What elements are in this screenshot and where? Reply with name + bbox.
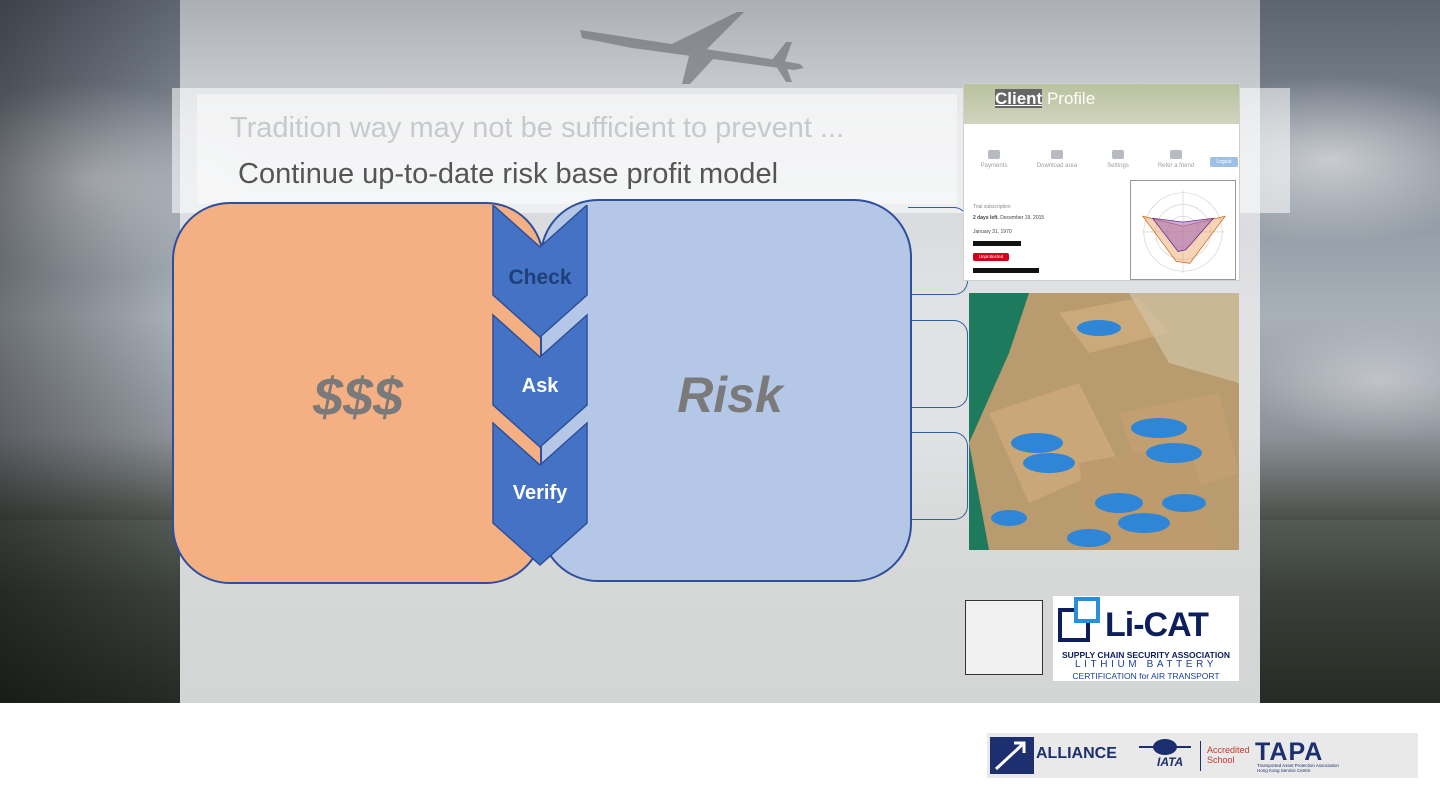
process-chevrons (492, 205, 588, 567)
slide-subtitle: Continue up-to-date risk base profit mod… (238, 158, 779, 190)
step-check: Check (508, 266, 572, 289)
lithium-battery-boxes-photo (969, 293, 1239, 550)
profit-label: $$$ (312, 367, 404, 427)
profile-title: Client Profile (995, 89, 1095, 109)
risk-shape (540, 199, 912, 582)
verify-chevron (492, 421, 588, 567)
background-shade (0, 0, 175, 703)
payments-icon (988, 150, 1000, 159)
logo-divider (1200, 741, 1201, 771)
client-profile-screenshot: Client Profile Payments Download area Se… (963, 83, 1240, 281)
placeholder-logo-box (965, 600, 1043, 675)
iata-logo-text: IATA (1157, 755, 1184, 769)
risk-label: Risk (677, 367, 783, 423)
tapa-logo-subtitle: Transported Asset Protection Association… (1257, 763, 1339, 773)
people-icon (1170, 150, 1182, 159)
logout-button: Logout (1210, 157, 1238, 167)
licat-logo: Li-CAT SUPPLY CHAIN SECURITY ASSOCIATION… (1053, 596, 1239, 681)
profile-title-rest: Profile (1042, 89, 1096, 108)
licat-squares-icon (1058, 597, 1100, 642)
alliance-icon (990, 737, 1034, 774)
redacted-bar (973, 268, 1039, 273)
tapa-logo-text: TAPA (1255, 738, 1324, 766)
airplane-silhouette (580, 12, 804, 84)
download-icon (1051, 150, 1063, 159)
connector-middle (908, 320, 968, 408)
licat-tagline-2: LITHIUM BATTERY (1075, 659, 1217, 670)
status-badge: Unprotected (973, 253, 1009, 261)
menu-payments: Payments (964, 150, 1024, 169)
alliance-logo-text: ALLIANCE (1036, 745, 1117, 762)
profit-shape (172, 202, 544, 584)
section-label: Trial subscription (973, 204, 1011, 210)
title-box (197, 94, 957, 204)
gear-icon (1112, 150, 1124, 159)
licat-wordmark: Li-CAT (1105, 606, 1209, 644)
menu-refer-a-friend: Refer a friend (1146, 150, 1206, 169)
menu-settings: Settings (1088, 150, 1148, 169)
ask-chevron (492, 313, 588, 449)
step-ask: Ask (521, 375, 559, 397)
redacted-bar (973, 241, 1021, 246)
step-verify: Verify (512, 482, 568, 504)
connector-bottom (908, 432, 968, 520)
check-chevron (492, 205, 588, 339)
licat-tagline-1: SUPPLY CHAIN SECURITY ASSOCIATION (1062, 650, 1230, 660)
slide-title-faded: Tradition way may not be sufficient to p… (230, 112, 845, 144)
date-line: January 31, 1970 (973, 229, 1012, 235)
profile-title-highlight: Client (995, 89, 1043, 108)
licat-tagline-3: CERTIFICATION for AIR TRANSPORT (1072, 671, 1220, 681)
connector-top (908, 207, 968, 295)
menu-download-area: Download area (1027, 150, 1087, 169)
radar-chart-thumbnail (1130, 180, 1236, 280)
iata-globe-icon (1139, 739, 1191, 755)
days-left: 2 days left. December 19, 2015 (973, 215, 1045, 221)
